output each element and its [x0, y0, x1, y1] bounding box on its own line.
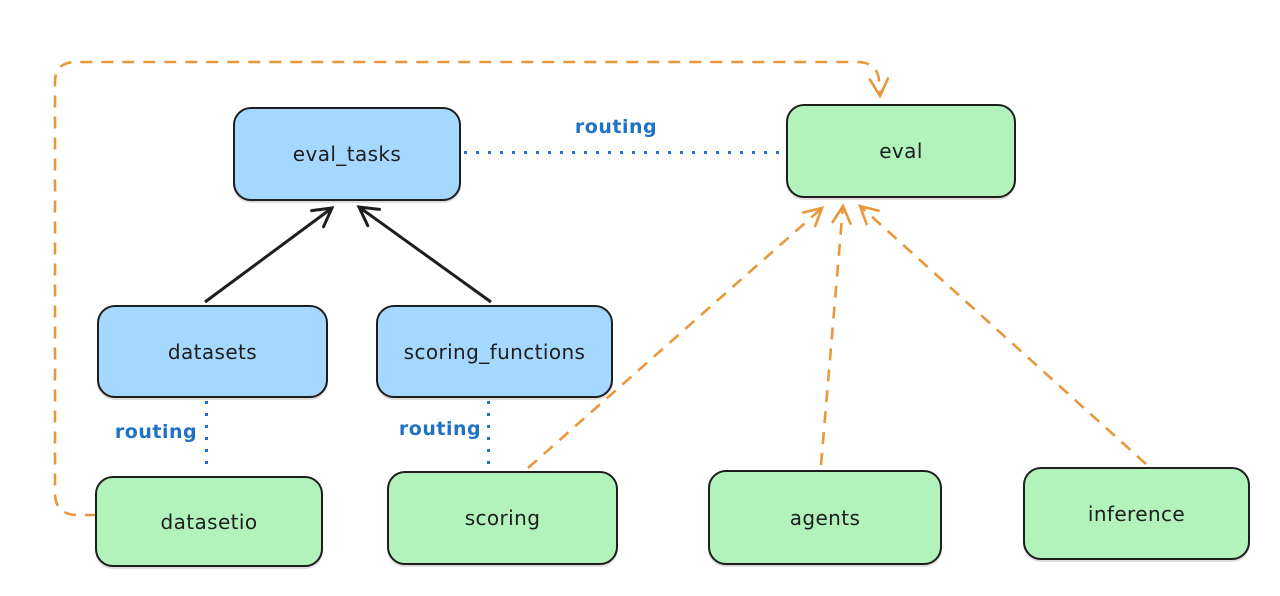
node-inference-label: inference [1087, 501, 1186, 526]
node-scoring-functions: scoring_functions [376, 305, 613, 398]
edge-datasetio-eval [53, 60, 890, 517]
node-scoring-label: scoring [464, 506, 541, 530]
node-eval: eval [786, 104, 1016, 198]
edge-label-routing-scoringfunctions-scoring: routing [398, 418, 482, 440]
edge-label-routing-evaltasks-eval: routing [574, 116, 658, 138]
node-agents: agents [708, 470, 942, 565]
node-scoring-functions-label: scoring_functions [403, 339, 586, 364]
edge-agents-eval [819, 203, 852, 466]
node-eval-tasks: eval_tasks [233, 107, 461, 201]
edge-label-routing-datasets-datasetio: routing [114, 421, 198, 443]
edge-scoringfunctions-evaltasks [356, 205, 492, 304]
node-inference: inference [1023, 467, 1250, 560]
node-datasetio: datasetio [95, 476, 323, 567]
node-datasetio-label: datasetio [160, 509, 258, 534]
edge-datasets-evaltasks [204, 206, 335, 304]
node-datasets-label: datasets [167, 339, 258, 364]
node-agents-label: agents [789, 505, 861, 530]
node-scoring: scoring [387, 471, 618, 565]
edge-inference-eval [857, 204, 1147, 465]
node-eval-tasks-label: eval_tasks [292, 142, 402, 166]
node-datasets: datasets [97, 305, 328, 398]
node-eval-label: eval [879, 139, 923, 163]
